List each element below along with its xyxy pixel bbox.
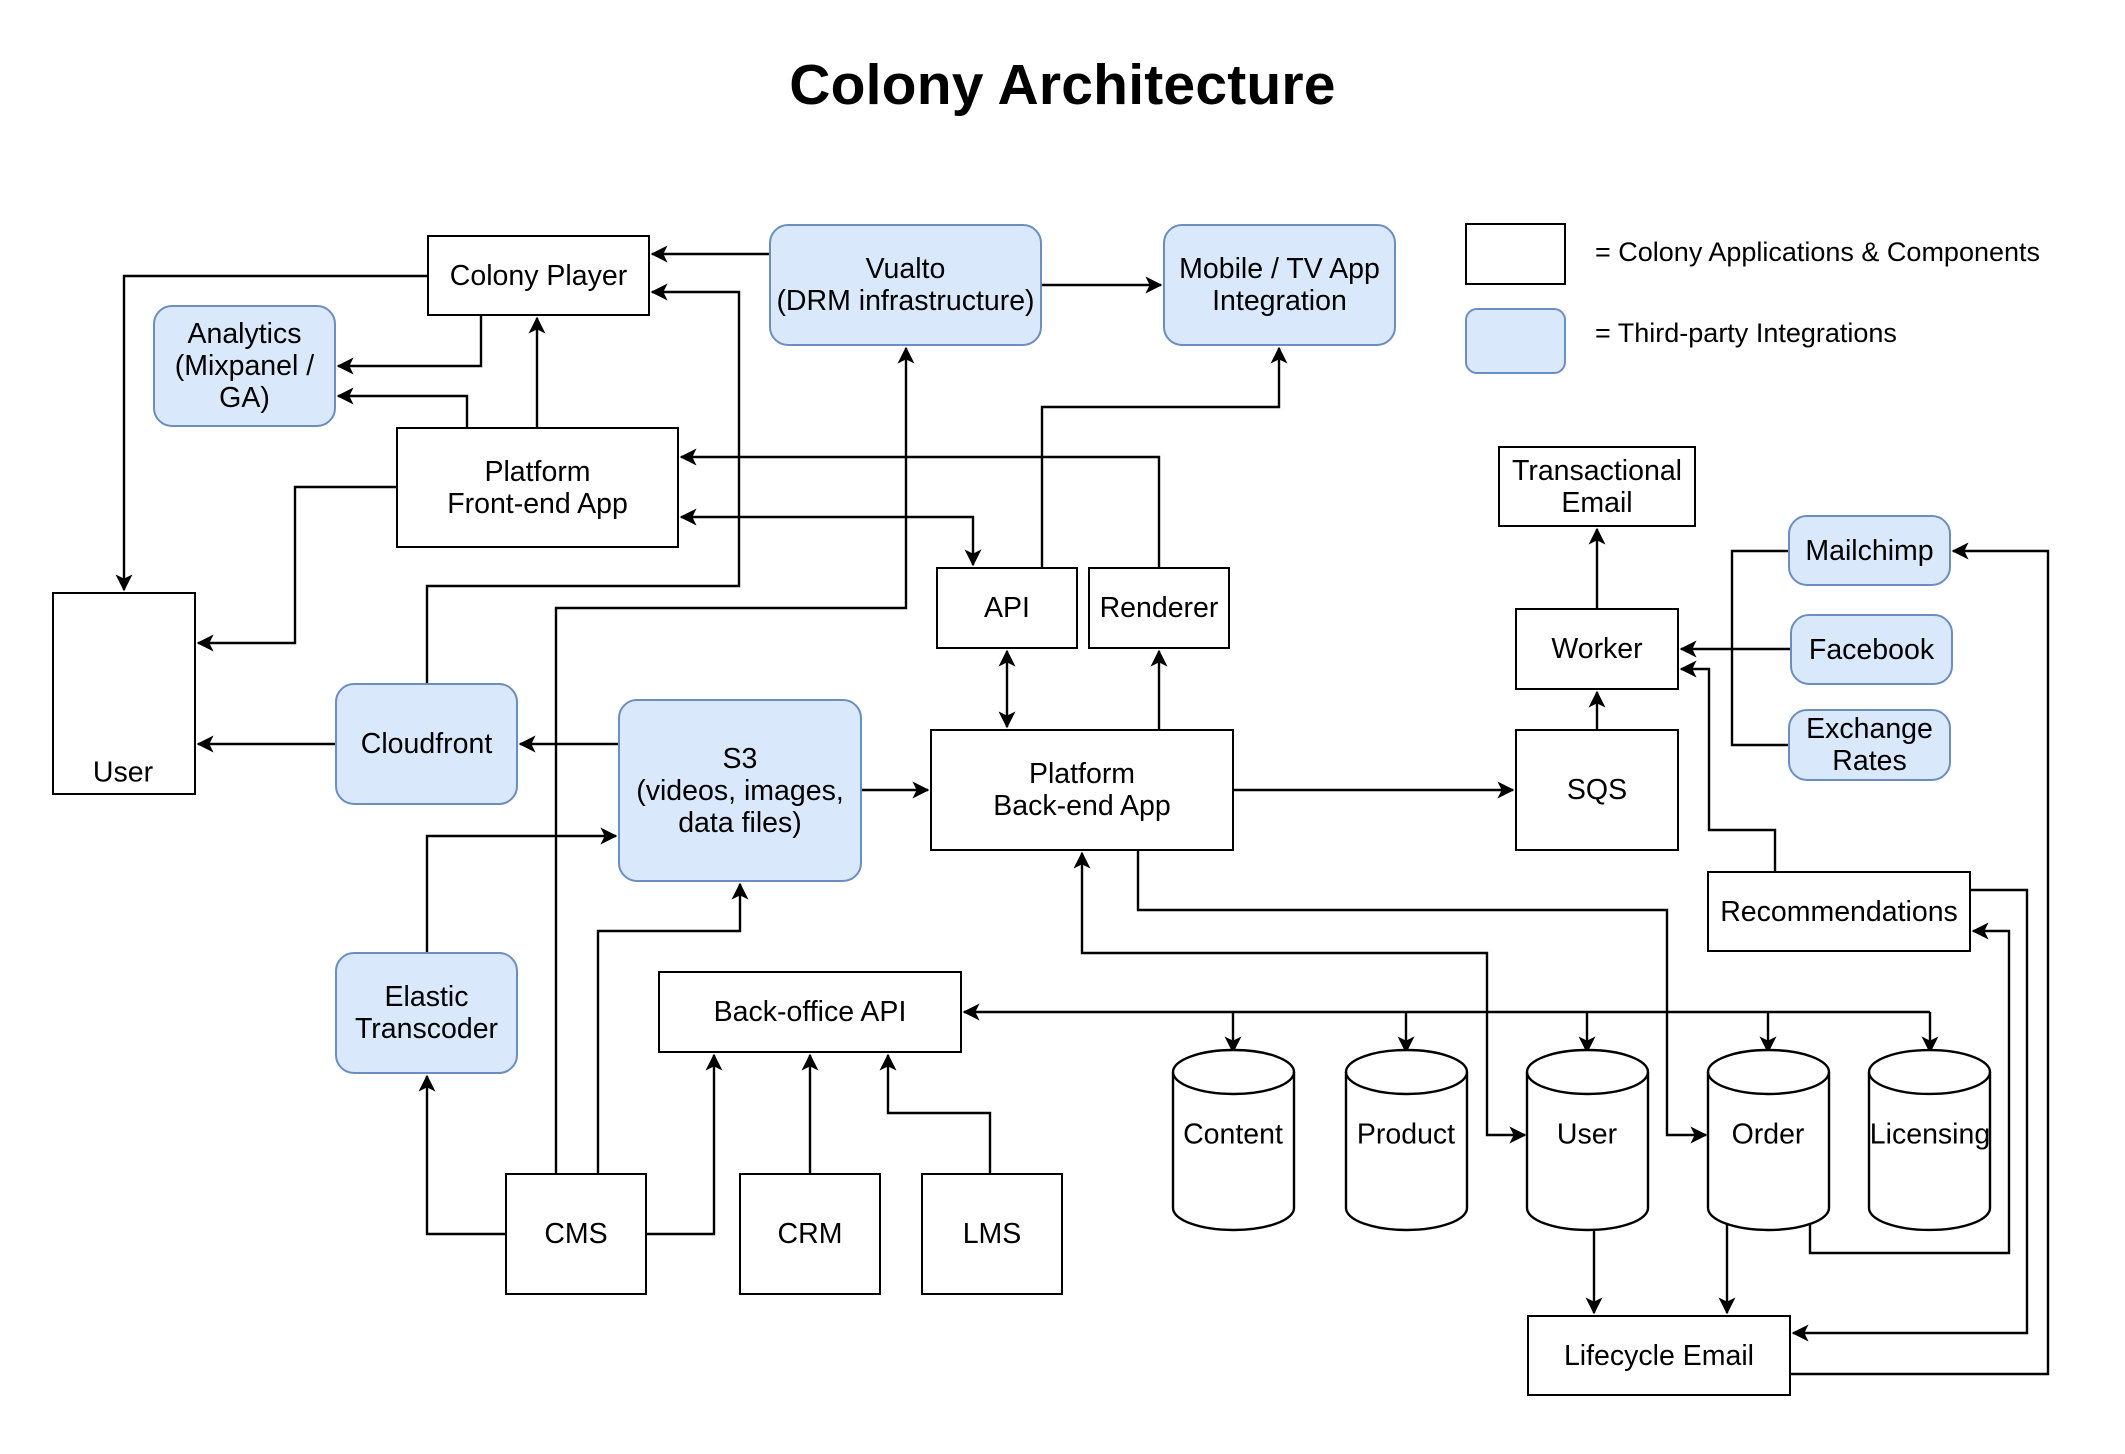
backoffice-api-node: Back-office API [658, 971, 962, 1053]
platform-frontend-node: Platform Front-end App [396, 427, 679, 548]
transactional-email-node: Transactional Email [1498, 446, 1696, 527]
db-licensing-cylinder [1867, 1048, 1992, 1232]
sqs-node: SQS [1515, 729, 1679, 851]
legend-swatch-apps [1465, 223, 1566, 285]
renderer-node: Renderer [1088, 567, 1230, 649]
recommendations-node: Recommendations [1707, 871, 1971, 952]
user-actor-box [52, 592, 196, 795]
legend-swatch-third-party [1465, 308, 1566, 374]
db-licensing-label: Licensing [1869, 1118, 1991, 1151]
lifecycle-email-node: Lifecycle Email [1527, 1315, 1791, 1396]
analytics-node: Analytics (Mixpanel / GA) [153, 305, 336, 427]
edge-colony-player-to-analytics [336, 316, 483, 375]
mobile-tv-integration-node: Mobile / TV App Integration [1163, 224, 1396, 346]
db-user-cylinder [1525, 1048, 1650, 1232]
edge-cms-to-elastic-transcoder [418, 1074, 505, 1236]
legend-label-third-party: = Third-party Integrations [1595, 318, 1897, 348]
edge-frontend-api-bidirectional [679, 508, 982, 567]
cms-node: CMS [505, 1173, 647, 1295]
db-product-cylinder [1344, 1048, 1469, 1232]
mailchimp-node: Mailchimp [1788, 515, 1951, 586]
worker-node: Worker [1515, 608, 1679, 690]
edge-recommendations-to-worker [1679, 660, 1777, 871]
database-cylinders [1171, 1048, 1992, 1232]
colony-player-node: Colony Player [427, 235, 650, 316]
vualto-node: Vualto (DRM infrastructure) [769, 224, 1042, 346]
db-order-label: Order [1731, 1118, 1805, 1151]
edge-elastic-transcoder-to-s3 [425, 827, 618, 952]
edge-order-db-to-recommendations [1808, 922, 2011, 1255]
edge-recommendations-to-lifecycle-email [1791, 888, 2029, 1342]
db-content-cylinder [1171, 1048, 1296, 1232]
lms-node: LMS [921, 1173, 1063, 1295]
edges [115, 245, 2050, 1376]
edge-lifecycle-email-to-mailchimp [1791, 542, 2050, 1376]
edge-frontend-to-user [196, 485, 396, 652]
edge-cms-to-backoffice-api [647, 1053, 723, 1236]
elastic-transcoder-node: Elastic Transcoder [335, 952, 518, 1074]
edge-cms-to-vualto [554, 346, 915, 1173]
db-content-label: Content [1183, 1118, 1283, 1151]
edge-cms-to-s3 [596, 882, 749, 1173]
facebook-node: Facebook [1790, 614, 1953, 685]
edge-backend-to-user-db [1073, 851, 1527, 1144]
legend-label-apps: = Colony Applications & Components [1595, 237, 2041, 267]
crm-node: CRM [739, 1173, 881, 1295]
platform-backend-node: Platform Back-end App [930, 729, 1234, 851]
edge-renderer-to-frontend [679, 448, 1161, 567]
api-node: API [936, 567, 1078, 649]
edge-lms-to-backoffice-api [879, 1053, 992, 1173]
edge-cloudfront-to-colony-player [425, 283, 741, 683]
diagram-title: Colony Architecture [789, 53, 1336, 117]
exchange-rates-node: Exchange Rates [1788, 709, 1951, 781]
db-user-label: User [1556, 1118, 1618, 1151]
edge-api-to-mobile-tv [1040, 346, 1288, 567]
edge-backend-to-order-db [1136, 851, 1708, 1144]
db-product-label: Product [1356, 1118, 1456, 1151]
db-order-cylinder [1706, 1048, 1831, 1232]
edge-colony-player-to-user [115, 274, 427, 592]
s3-node: S3 (videos, images, data files) [618, 699, 862, 882]
edge-frontend-to-analytics [336, 387, 469, 427]
user-actor-label: User [92, 756, 154, 789]
edge-mailchimp-facebook-exchange-to-worker [1681, 549, 1790, 747]
cloudfront-node: Cloudfront [335, 683, 518, 805]
